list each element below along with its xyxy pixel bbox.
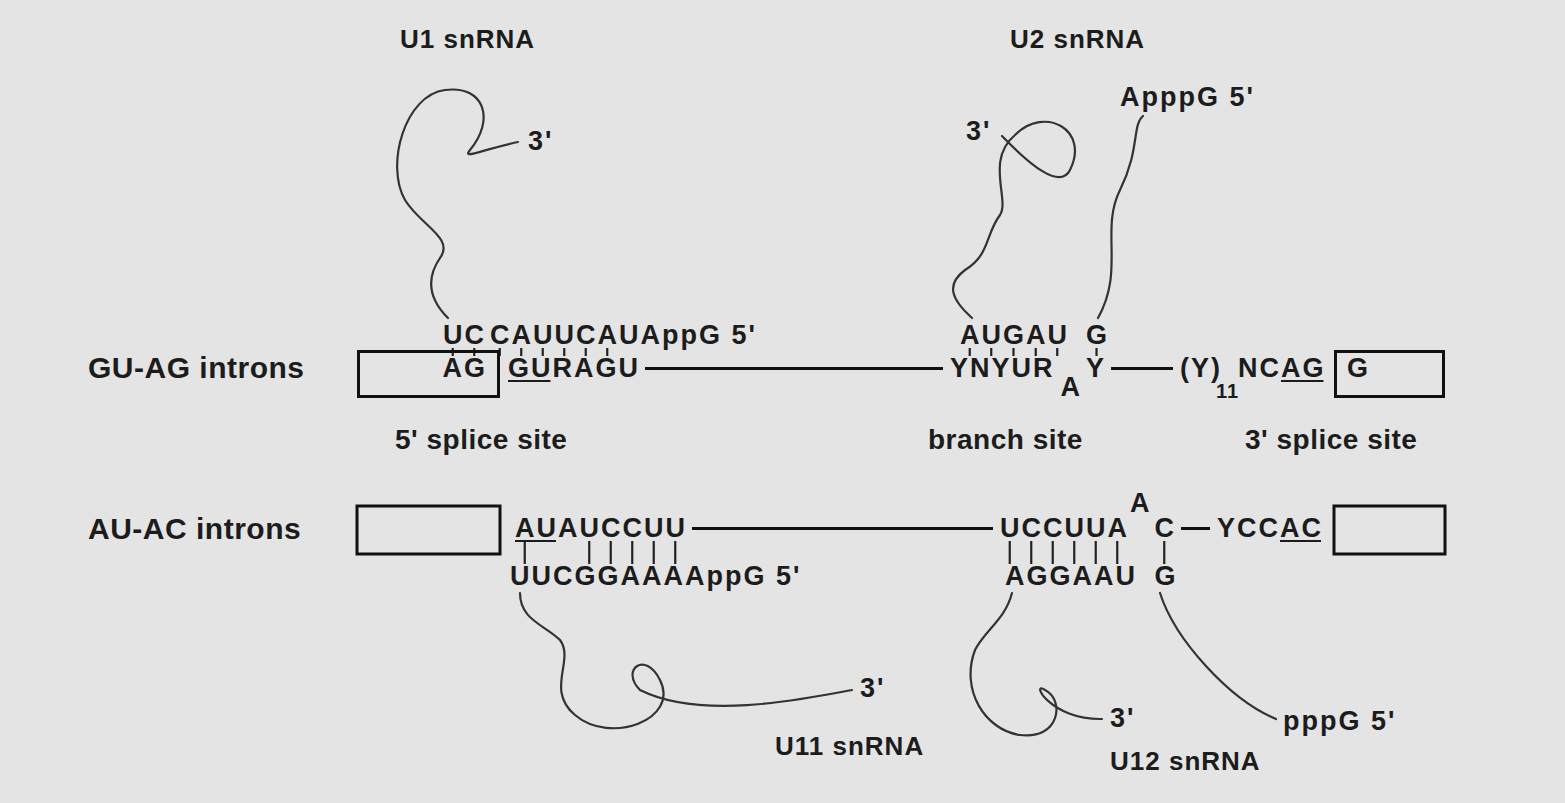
snrna-sequence: CAUUCAUAppG 5': [490, 322, 757, 349]
exon-box: [357, 506, 500, 554]
intron-line: [645, 367, 943, 370]
snrna-sequence: G: [1086, 322, 1109, 349]
base-pair-tick: [1073, 541, 1075, 564]
intron-sequence: Y: [1086, 355, 1106, 382]
strand-end: 3': [528, 128, 553, 155]
intron-line: [1111, 367, 1173, 370]
u1-snrna-loop: [397, 90, 518, 318]
u12-snrna-strand: [1160, 593, 1276, 719]
intron-sequence: GURAGU: [508, 355, 640, 382]
repeat-count: 11: [1216, 381, 1239, 401]
intron-sequence: (Y): [1180, 355, 1222, 382]
site-caption: branch site: [928, 426, 1083, 454]
strand-end: 3': [1110, 705, 1135, 732]
snrna-name: U11 snRNA: [775, 733, 924, 759]
base-pair-tick: [610, 541, 612, 564]
snrna-sequence: UC: [443, 322, 486, 349]
u2-snrna-loop: [953, 122, 1075, 318]
strand-end: 3': [966, 118, 991, 145]
intron-sequence: UCCUUA: [1000, 515, 1129, 542]
snrna-sequence: pppG 5': [1283, 708, 1396, 735]
branch-nucleotide: A: [1061, 374, 1083, 401]
intron-sequence: C: [1155, 515, 1177, 542]
site-caption: 5' splice site: [395, 426, 567, 454]
branch-nucleotide: A: [1130, 490, 1152, 517]
base-pair-tick: [524, 541, 526, 564]
exon-box: G: [1334, 350, 1445, 398]
base-pair-tick: [674, 541, 676, 564]
snrna-sequence: UUCGGAAAAppG 5': [510, 563, 801, 590]
exon-sequence: AG: [443, 355, 488, 382]
base-pair-tick: [1095, 541, 1097, 564]
u2-snrna-strand: [1098, 116, 1143, 318]
snrna-sequence: G: [1155, 563, 1178, 590]
intron-class: AU-AC introns: [88, 514, 301, 544]
intron-class: GU-AG introns: [88, 353, 305, 383]
base-pair-tick: [1052, 541, 1054, 564]
base-pair-tick: [588, 541, 590, 564]
intron-line: [1181, 527, 1210, 530]
exon-sequence: G: [1347, 355, 1370, 382]
snrna-sequence: AGGAAU: [1005, 563, 1137, 590]
u11-snrna-loop: [520, 593, 852, 728]
site-caption: 3' splice site: [1245, 426, 1417, 454]
base-pair-tick: [631, 541, 633, 564]
snrna-sequence: AUGAU: [960, 322, 1069, 349]
exon-box: AG: [357, 350, 500, 398]
strand-end: 3': [860, 675, 885, 702]
base-pair-tick: [1030, 541, 1032, 564]
intron-sequence: NCAG: [1238, 355, 1326, 382]
snrna-name: U12 snRNA: [1110, 748, 1261, 774]
intron-line: [692, 527, 993, 530]
base-pair-tick: [1116, 541, 1118, 564]
u12-snrna-loop: [971, 593, 1102, 735]
intron-sequence: YNYUR: [950, 355, 1055, 382]
base-pair-tick: [1056, 348, 1058, 356]
exon-box: [1334, 506, 1445, 554]
intron-sequence: YCCAC: [1217, 515, 1323, 542]
intron-sequence: AUAUCCUU: [515, 515, 687, 542]
base-pair-tick: [653, 541, 655, 564]
snrna-name: U2 snRNA: [1010, 26, 1145, 52]
base-pair-tick: [1009, 541, 1011, 564]
snrna-name: U1 snRNA: [400, 26, 535, 52]
base-pair-tick: [1163, 541, 1165, 564]
snrna-sequence: ApppG 5': [1120, 84, 1255, 111]
